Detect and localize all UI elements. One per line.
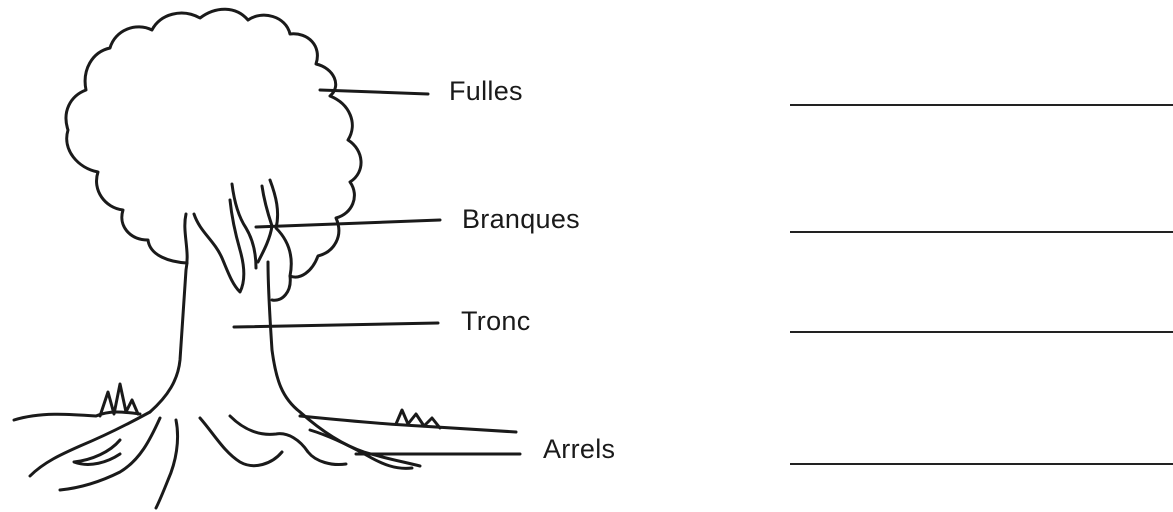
label-trunk: Tronc	[461, 306, 531, 336]
tree-crown-outline	[64, 7, 363, 302]
root-8	[72, 438, 122, 466]
answer-line-leaves[interactable]	[790, 104, 1173, 106]
answer-line-trunk[interactable]	[790, 331, 1173, 333]
leader-fulles	[318, 88, 430, 96]
root-1	[28, 410, 152, 478]
label-leaves: Fulles	[449, 76, 523, 106]
root-7	[308, 428, 414, 470]
root-6	[298, 410, 422, 468]
tree-branch-1	[192, 198, 246, 294]
answer-line-branches[interactable]	[790, 231, 1173, 233]
root-4	[198, 416, 284, 468]
tree-branch-4	[268, 178, 293, 278]
label-branches: Branques	[462, 204, 580, 234]
ground-line-right	[298, 414, 518, 434]
answer-line-roots[interactable]	[790, 463, 1173, 465]
root-3	[154, 418, 180, 510]
grass-tuft-left	[98, 382, 140, 418]
root-2	[58, 416, 162, 492]
tree-trunk-right	[266, 260, 302, 414]
leader-branques	[254, 218, 442, 229]
ground-line	[12, 410, 142, 422]
leader-tronc	[232, 321, 440, 329]
tree-branch-2	[230, 182, 258, 270]
grass-tuft-right	[394, 408, 442, 430]
tree-branch-3	[256, 184, 274, 264]
tree-trunk-left	[148, 212, 189, 414]
root-5	[228, 414, 348, 466]
label-roots: Arrels	[543, 434, 616, 464]
